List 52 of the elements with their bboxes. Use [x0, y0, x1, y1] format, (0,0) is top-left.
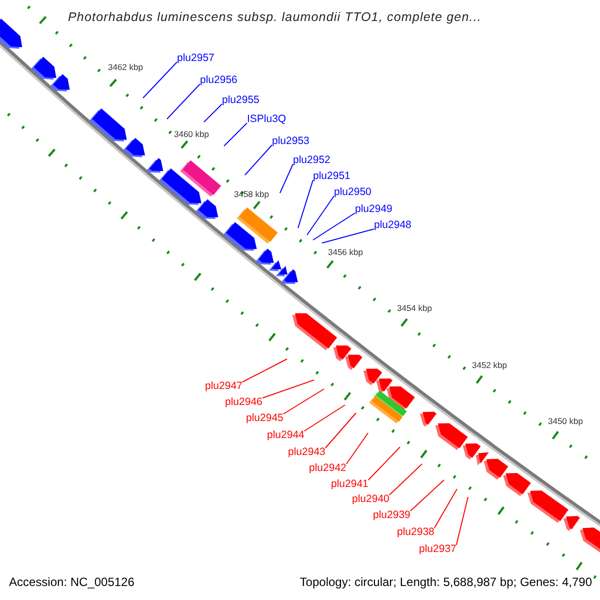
scale-label: 3452 kbp [472, 360, 507, 370]
scale-label: 3460 kbp [174, 129, 209, 139]
footer-text: Topology: circular; Length: 5,688,987 bp; Genes: 4,790 [300, 575, 592, 589]
gene-label: plu2952 [293, 154, 330, 166]
leader-line [224, 122, 248, 146]
scale-label: 3462 kbp [108, 62, 143, 72]
leader-line [282, 388, 324, 414]
title: Photorhabdus luminescens subsp. laumondii TTO1, complete gen... [68, 10, 482, 25]
leader-line [456, 496, 468, 546]
leader-line [388, 464, 422, 496]
leader-line [312, 212, 356, 240]
gene-label: plu2937 [419, 543, 456, 555]
leader-line [166, 84, 200, 120]
leader-line [298, 180, 314, 228]
leader-line [368, 446, 400, 480]
scale-label: 3458 kbp [234, 189, 269, 199]
gene-label: plu2938 [397, 526, 434, 538]
gene-label: plu2951 [313, 170, 350, 182]
leader-line [322, 228, 374, 244]
footer-text: Accession: NC_005126 [9, 575, 134, 589]
leader-line [304, 404, 346, 432]
leader-line [242, 358, 288, 382]
gene-label: plu2945 [246, 412, 284, 424]
gene-label: plu2942 [309, 462, 346, 474]
leader-line [244, 144, 272, 176]
gene-label: plu2953 [272, 135, 310, 147]
gene-label: plu2944 [267, 429, 304, 441]
leader-line [324, 412, 356, 448]
gene-label: plu2949 [355, 203, 392, 215]
gene-label: plu2946 [225, 396, 262, 408]
gene-label: plu2955 [222, 94, 260, 106]
gene-label: plu2950 [334, 186, 372, 198]
leader-line [204, 104, 222, 122]
leader-line [262, 380, 314, 398]
leader-line [346, 432, 368, 464]
gene-label: plu2956 [200, 74, 238, 86]
scale-label: 3456 kbp [328, 247, 363, 257]
leader-line [410, 480, 444, 512]
leader-line [434, 488, 458, 528]
gene-label: plu2957 [177, 52, 214, 64]
gene-label: plu2940 [352, 493, 390, 505]
gene-label: plu2943 [288, 446, 326, 458]
scale-label: 3454 kbp [397, 303, 432, 313]
scale-label: 3450 kbp [548, 416, 583, 426]
leader-line [306, 196, 334, 236]
gene-label: plu2939 [373, 509, 410, 521]
gene-label: plu2941 [331, 478, 368, 490]
gene-label: plu2947 [205, 380, 242, 392]
leader-line [142, 62, 178, 98]
leader-line [280, 164, 294, 194]
gene-label: ISPlu3Q [247, 113, 286, 125]
gene-label: plu2948 [374, 219, 412, 231]
